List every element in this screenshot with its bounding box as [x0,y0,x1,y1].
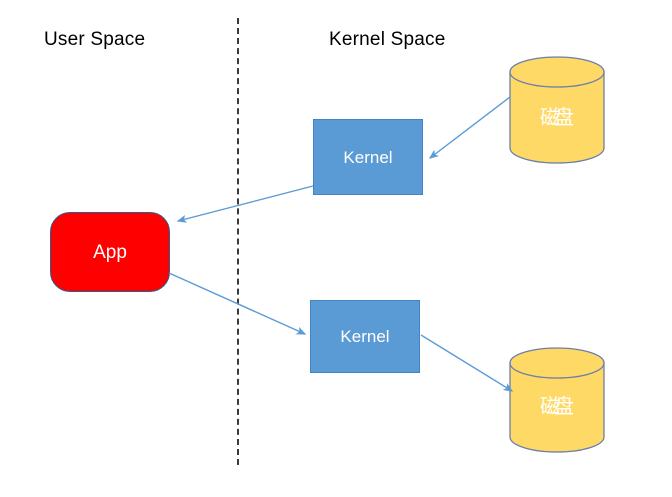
user-kernel-divider [237,18,239,465]
connector-kernel-top-to-app [176,185,314,223]
kernel-space-label: Kernel Space [329,29,446,50]
node-kernel-bottom[interactable]: Kernel [310,300,420,373]
node-disk-bottom[interactable]: 磁盘 [509,347,605,453]
node-disk-top[interactable]: 磁盘 [509,56,605,164]
node-app-label: App [93,241,127,263]
node-kernel-bottom-label: Kernel [340,327,390,346]
connector-kernel-bottom-to-disk-bottom [420,334,514,392]
user-space-label: User Space [44,29,146,50]
node-app[interactable]: App [50,212,170,292]
node-kernel-top[interactable]: Kernel [313,119,423,195]
node-kernel-top-label: Kernel [343,147,393,167]
cylinder-icon [509,56,605,164]
cylinder-icon [509,347,605,453]
connector-disk-top-to-kernel-top [428,96,511,159]
